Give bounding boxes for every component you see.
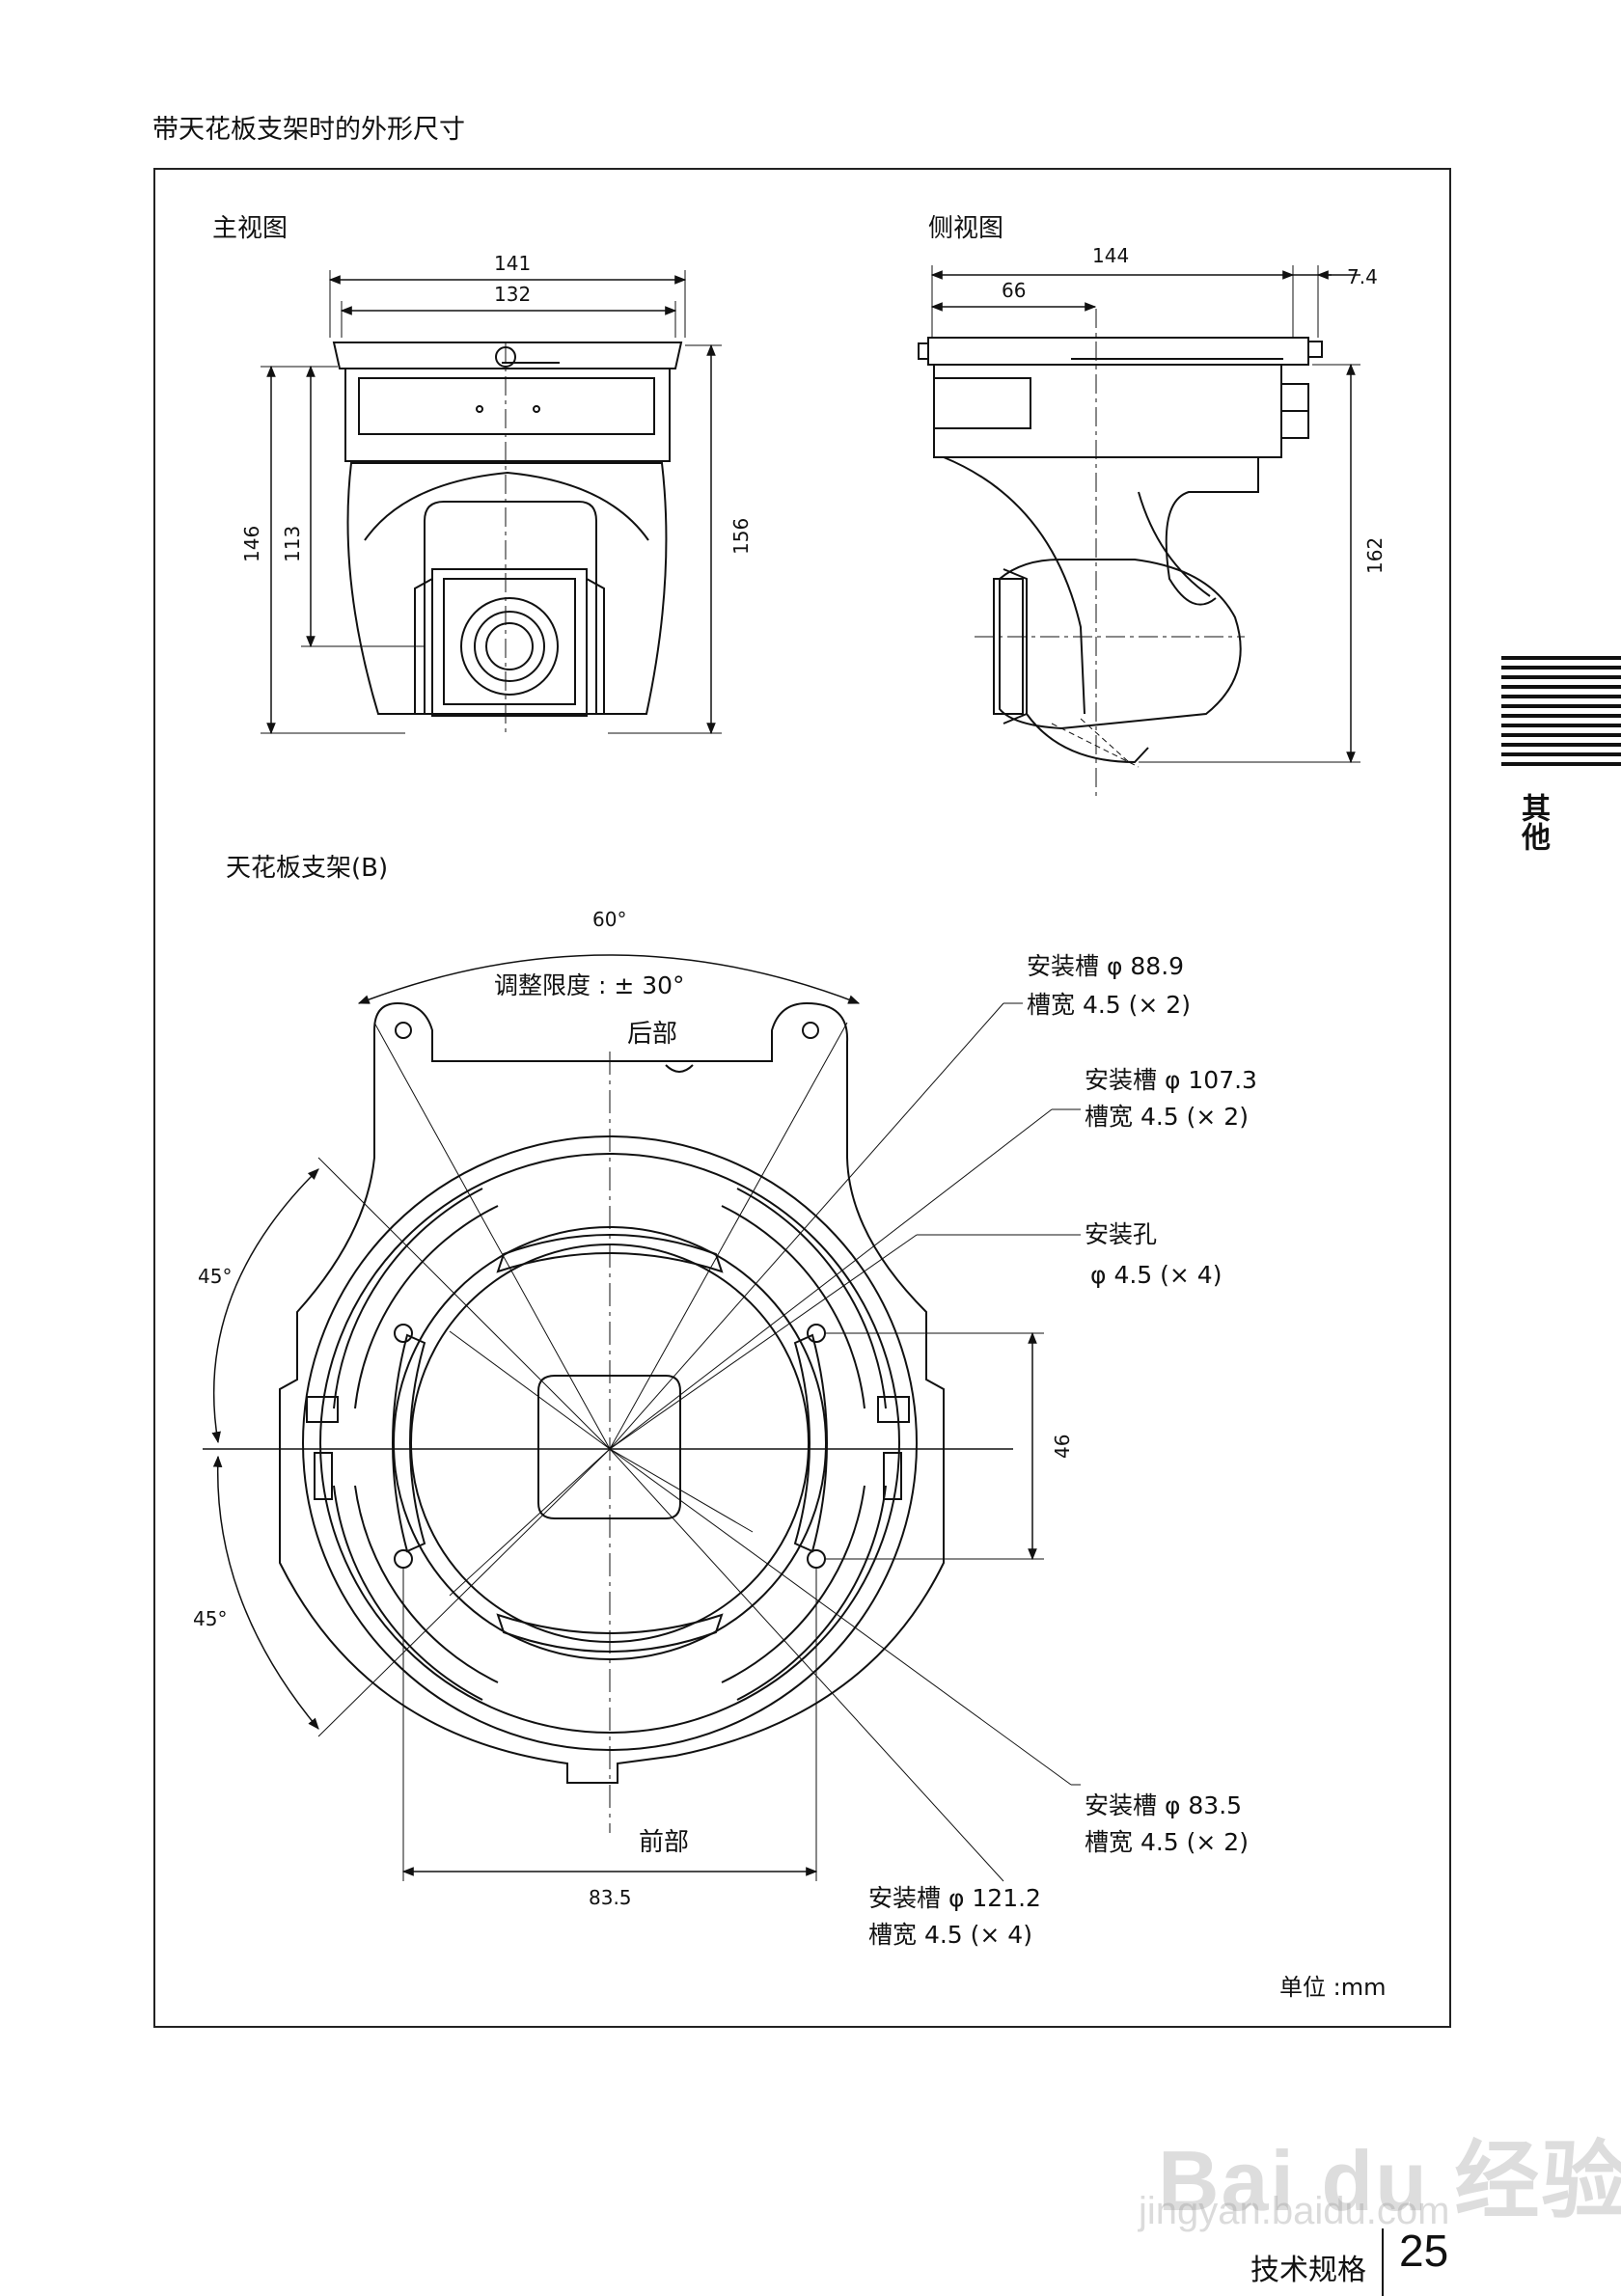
dim-156: 156: [729, 518, 753, 555]
page-title: 带天花板支架时的外形尺寸: [152, 115, 465, 145]
dim-141: 141: [494, 252, 531, 275]
callout-slot-83-5-line2: 槽宽 4.5 (× 2): [1085, 1828, 1249, 1856]
bracket-view: 天花板支架(B) 60° 调整限度 : ± 30° 后部: [193, 854, 1386, 2001]
callout-hole-line2: φ 4.5 (× 4): [1090, 1261, 1222, 1289]
section-tab-label: 其他: [1516, 793, 1550, 851]
side-view: 侧视图 144 66 7.4: [918, 214, 1387, 801]
front-view: 主视图 141 132 146: [212, 214, 753, 735]
dim-132: 132: [494, 283, 531, 306]
dim-66: 66: [1002, 279, 1026, 302]
front-view-title: 主视图: [212, 214, 288, 243]
callout-hole-line1: 安装孔: [1085, 1220, 1157, 1248]
callout-slot-107-3-line2: 槽宽 4.5 (× 2): [1085, 1103, 1249, 1131]
rear-label: 后部: [627, 1020, 677, 1049]
bracket-view-title: 天花板支架(B): [226, 854, 388, 883]
page-number: 25: [1399, 2226, 1449, 2276]
drawing-frame: [153, 168, 1451, 2028]
callout-slot-88-9-line2: 槽宽 4.5 (× 2): [1027, 991, 1191, 1019]
unit-label: 单位 :mm: [1279, 1974, 1386, 2001]
footer-section-label: 技术规格: [1250, 2254, 1366, 2287]
angle-60: 60°: [592, 908, 626, 931]
dim-146: 146: [240, 526, 263, 562]
watermark-url: jingyan.baidu.com: [1139, 2190, 1450, 2232]
footer-divider: [1382, 2228, 1384, 2296]
callout-slot-88-9-line1: 安装槽 φ 88.9: [1027, 952, 1184, 980]
angle-45-lower: 45°: [193, 1607, 227, 1630]
front-label: 前部: [639, 1828, 689, 1857]
dim-46: 46: [1051, 1435, 1074, 1459]
dim-7-4: 7.4: [1347, 265, 1378, 288]
callout-slot-121-2-line2: 槽宽 4.5 (× 4): [868, 1921, 1032, 1949]
side-view-title: 侧视图: [928, 214, 1003, 243]
dim-83-5: 83.5: [589, 1886, 632, 1909]
callout-slot-107-3-line1: 安装槽 φ 107.3: [1085, 1066, 1257, 1094]
dim-144: 144: [1092, 244, 1129, 267]
dim-162: 162: [1363, 537, 1387, 574]
angle-45-upper: 45°: [198, 1265, 232, 1288]
callout-slot-121-2-line1: 安装槽 φ 121.2: [868, 1884, 1041, 1912]
dim-113: 113: [281, 526, 304, 562]
callout-slot-83-5-line1: 安装槽 φ 83.5: [1085, 1791, 1242, 1819]
section-tab-stripes: [1501, 656, 1621, 830]
watermark-brand: Bai du 经验: [1158, 2133, 1621, 2228]
adjust-range-label: 调整限度 : ± 30°: [494, 971, 685, 999]
